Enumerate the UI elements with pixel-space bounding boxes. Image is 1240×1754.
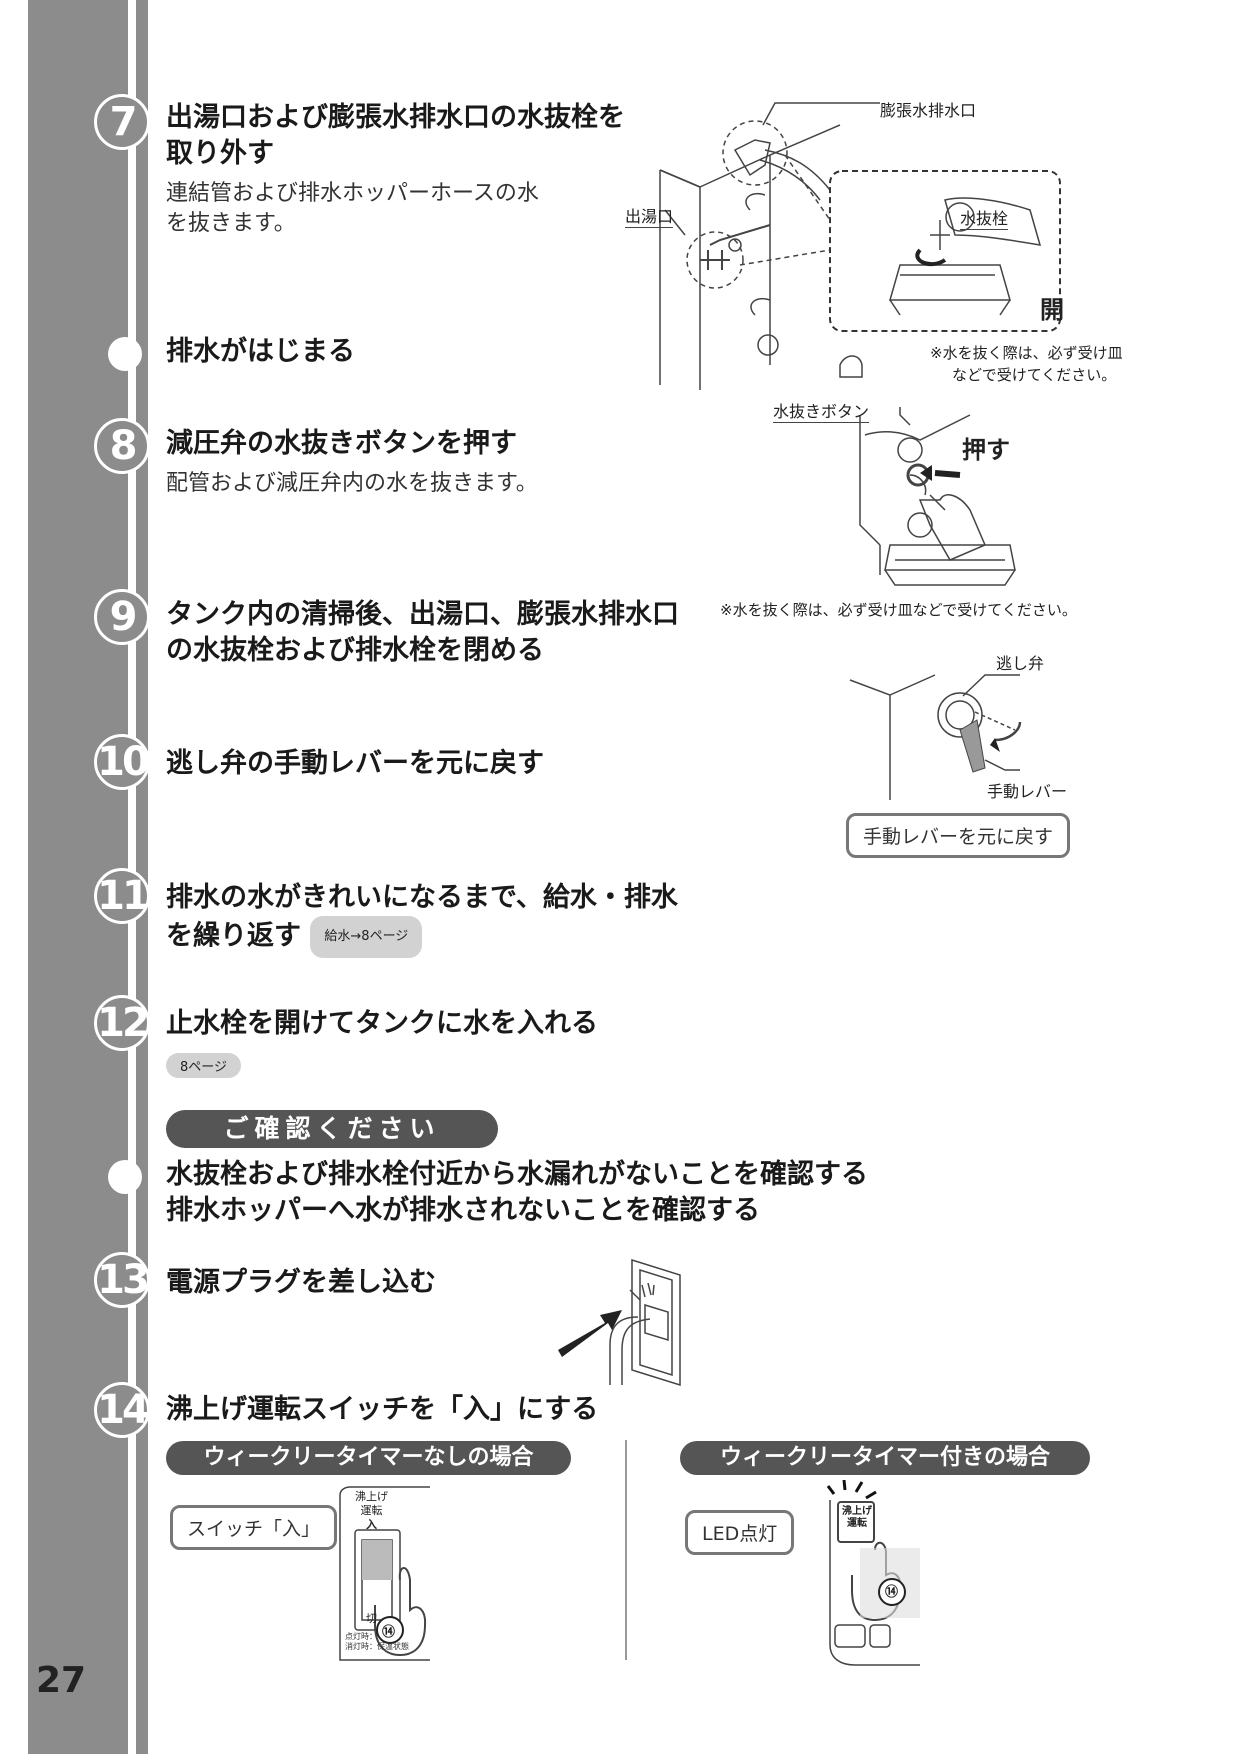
step-9-title-line2: の水抜栓および排水栓を閉める [166,635,544,666]
callout-return-lever: 手動レバーを元に戻す [846,813,1071,858]
page-number: 27 [36,1660,87,1701]
drainage-begins-title: 排水がはじまる [166,336,355,367]
step-number-8: 8 [94,418,150,474]
step-9-title: タンク内の清掃後、出湯口、膨張水排水口 の水抜栓および排水栓を閉める [166,597,679,669]
banner-no-weekly-timer: ウィークリータイマーなしの場合 [166,1441,571,1475]
label-drain-plug: 水抜栓 [960,205,1009,230]
step-7-figure [659,102,1061,390]
confirm-item-1: 水抜栓および排水栓付近から水漏れがないことを確認する [166,1159,868,1190]
callout-led-on: LED点灯 [685,1510,795,1555]
step-7-desc-line1: 連結管および排水ホッパーホースの水 [166,181,539,206]
step-8-figure [859,407,1016,586]
bullet-dot [108,337,142,371]
page-reference-chip[interactable]: 給水→8ページ [310,916,423,958]
confirm-item-2: 排水ホッパーへ水が排水されないことを確認する [166,1195,760,1226]
step-10-title: 逃し弁の手動レバーを元に戻す [166,748,544,779]
step-13-title: 電源プラグを差し込む [166,1267,436,1298]
step-11-title: 排水の水がきれいになるまで、給水・排水 を繰り返す 給水→8ページ [166,880,678,958]
step-14-hand-mark: ⑭ [382,1625,396,1640]
step-number-9: 9 [94,589,150,645]
step-7-desc-line2: を抜きます。 [166,211,296,236]
page-reference-chip-12[interactable]: 8ページ [166,1053,242,1078]
led-panel-figure [826,1480,920,1666]
switch-note-line2: 消灯時：保温状態 [345,1642,409,1651]
step-10-figure [849,674,1022,800]
step-12-title: 止水栓を開けてタンクに水を入れる [166,1008,598,1039]
step-11-title-line1: 排水の水がきれいになるまで、給水・排水 [166,882,678,913]
step-8-title: 減圧弁の水抜きボタンを押す [166,428,517,459]
label-hot-outlet: 出湯口 [625,203,674,228]
step-14-hand-mark-right: ⑭ [885,1585,899,1600]
step-7-note-line2: などで受けてください。 [952,366,1117,384]
step-7-note-line1: ※水を抜く際は、必ず受け皿 [930,344,1123,362]
label-relief-valve: 逃し弁 [996,654,1045,673]
step-13-figure [558,1258,681,1387]
confirm-items: 水抜栓および排水栓付近から水漏れがないことを確認する 排水ホッパーへ水が排水され… [166,1157,868,1229]
label-push: 押す [962,436,1010,464]
column-divider [625,1440,627,1660]
panel-boil-key[interactable]: 沸上げ 運転 [842,1506,872,1530]
step-9-title-line1: タンク内の清掃後、出湯口、膨張水排水口 [166,599,679,630]
label-open: 開 [1040,296,1064,324]
step-number-14: 14 [94,1382,150,1438]
label-expansion-drain: 膨張水排水口 [880,101,977,120]
switch-off-label: 切 [366,1612,377,1625]
step-number-10: 10 [94,734,150,790]
step-number-13: 13 [94,1252,150,1308]
panel-key-line2: 運転 [847,1518,867,1529]
step-8-description: 配管および減圧弁内の水を抜きます。 [166,471,538,496]
step-7-note: ※水を抜く際は、必ず受け皿 などで受けてください。 [930,342,1123,386]
step-number-11: 11 [94,868,150,924]
switch-label: 沸上げ 運転 入 [355,1490,388,1532]
step-14-title: 沸上げ運転スイッチを「入」にする [166,1394,599,1425]
step-number-12: 12 [94,995,150,1051]
step-7-description: 連結管および排水ホッパーホースの水 を抜きます。 [166,179,539,239]
banner-with-weekly-timer: ウィークリータイマー付きの場合 [680,1441,1090,1475]
bullet-dot-confirm [108,1160,142,1194]
callout-switch-on: スイッチ「入」 [170,1505,338,1550]
switch-label-line2: 運転 [360,1504,383,1517]
step-7-title-line2: 取り外す [166,138,274,169]
label-manual-lever: 手動レバー [987,782,1068,801]
switch-on-label: 入 [366,1518,377,1531]
label-drain-button: 水抜きボタン [773,398,870,423]
switch-label-line1: 沸上げ [355,1490,388,1503]
confirm-banner: ご確認ください [166,1110,498,1148]
step-7-title-line1: 出湯口および膨張水排水口の水抜栓を [166,102,625,133]
switch-note-line1: 点灯時： [345,1632,377,1641]
step-11-title-line2: を繰り返す [166,920,301,952]
switch-note: 点灯時： 消灯時：保温状態 [345,1632,409,1652]
switch-panel-figure [339,1486,430,1661]
step-number-7: 7 [94,94,150,150]
step-8-note: ※水を抜く際は、必ず受け皿などで受けてください。 [720,601,1077,619]
panel-key-line1: 沸上げ [842,1506,872,1517]
step-7-title: 出湯口および膨張水排水口の水抜栓を 取り外す [166,100,625,172]
